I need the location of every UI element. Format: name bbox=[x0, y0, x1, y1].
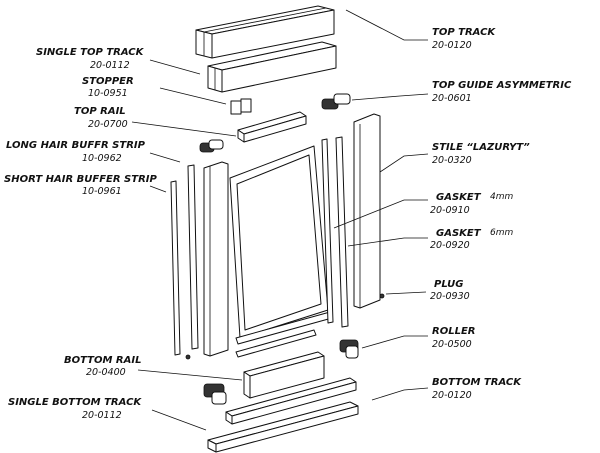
code-single-top-track: 20-0112 bbox=[90, 60, 130, 71]
code-bottom-track: 20-0120 bbox=[432, 390, 472, 401]
label-gasket-6mm: GASKET bbox=[436, 228, 481, 239]
label-stile: STILE “LAZURYT” bbox=[432, 142, 530, 153]
glass-panel-part bbox=[229, 145, 329, 339]
gasket-strips-part bbox=[321, 136, 349, 328]
short-hair-strip-part bbox=[170, 180, 181, 356]
label-single-top-track: SINGLE TOP TRACK bbox=[36, 47, 144, 58]
label-short-hair-strip: SHORT HAIR BUFFER STRIP bbox=[4, 174, 157, 185]
label-gasket-4mm: GASKET bbox=[436, 192, 481, 203]
code-bottom-rail: 20-0400 bbox=[86, 367, 126, 378]
bottom-gasket-part bbox=[235, 311, 333, 358]
top-clip-part bbox=[199, 139, 224, 153]
code-short-hair-strip: 10-0961 bbox=[82, 186, 122, 197]
label-plug: PLUG bbox=[434, 279, 464, 290]
screw-part bbox=[185, 354, 191, 360]
label-roller: ROLLER bbox=[432, 326, 476, 337]
code-stile: 20-0320 bbox=[432, 155, 472, 166]
long-hair-strip-part bbox=[187, 164, 199, 350]
bottom-track-part bbox=[225, 377, 357, 425]
note-gasket-6mm: 6mm bbox=[490, 228, 514, 238]
code-stopper: 10-0951 bbox=[88, 88, 128, 99]
top-guide-part bbox=[321, 93, 351, 110]
plug-part bbox=[379, 293, 385, 299]
single-top-track-part bbox=[207, 41, 337, 93]
code-plug: 20-0930 bbox=[430, 291, 470, 302]
code-single-bottom-track: 20-0112 bbox=[82, 410, 122, 421]
code-top-track: 20-0120 bbox=[432, 40, 472, 51]
top-rail-part bbox=[237, 111, 307, 143]
label-bottom-track: BOTTOM TRACK bbox=[432, 377, 521, 388]
top-track-part bbox=[195, 5, 335, 59]
note-gasket-4mm: 4mm bbox=[490, 192, 514, 202]
code-gasket-6mm: 20-0920 bbox=[430, 240, 470, 251]
single-bottom-track-part bbox=[207, 401, 359, 453]
stopper-part bbox=[230, 98, 252, 115]
code-long-hair-strip: 10-0962 bbox=[82, 153, 122, 164]
code-top-rail: 20-0700 bbox=[88, 119, 128, 130]
leader-lines bbox=[131, 9, 429, 431]
code-gasket-4mm: 20-0910 bbox=[430, 205, 470, 216]
label-top-guide: TOP GUIDE ASYMMETRIC bbox=[432, 80, 572, 91]
label-top-rail: TOP RAIL bbox=[74, 106, 126, 117]
label-single-bottom-track: SINGLE BOTTOM TRACK bbox=[8, 397, 142, 408]
code-top-guide: 20-0601 bbox=[432, 93, 472, 104]
bottom-rail-part bbox=[243, 351, 325, 399]
roller-right-part bbox=[339, 339, 359, 359]
label-stopper: STOPPER bbox=[82, 76, 134, 87]
label-top-track: TOP TRACK bbox=[432, 27, 496, 38]
label-long-hair-strip: LONG HAIR BUFFR STRIP bbox=[6, 140, 145, 151]
right-stile-part bbox=[353, 113, 381, 309]
left-stile-part bbox=[203, 161, 229, 357]
label-bottom-rail: BOTTOM RAIL bbox=[64, 355, 142, 366]
roller-left-part bbox=[203, 383, 227, 405]
code-roller: 20-0500 bbox=[432, 339, 472, 350]
